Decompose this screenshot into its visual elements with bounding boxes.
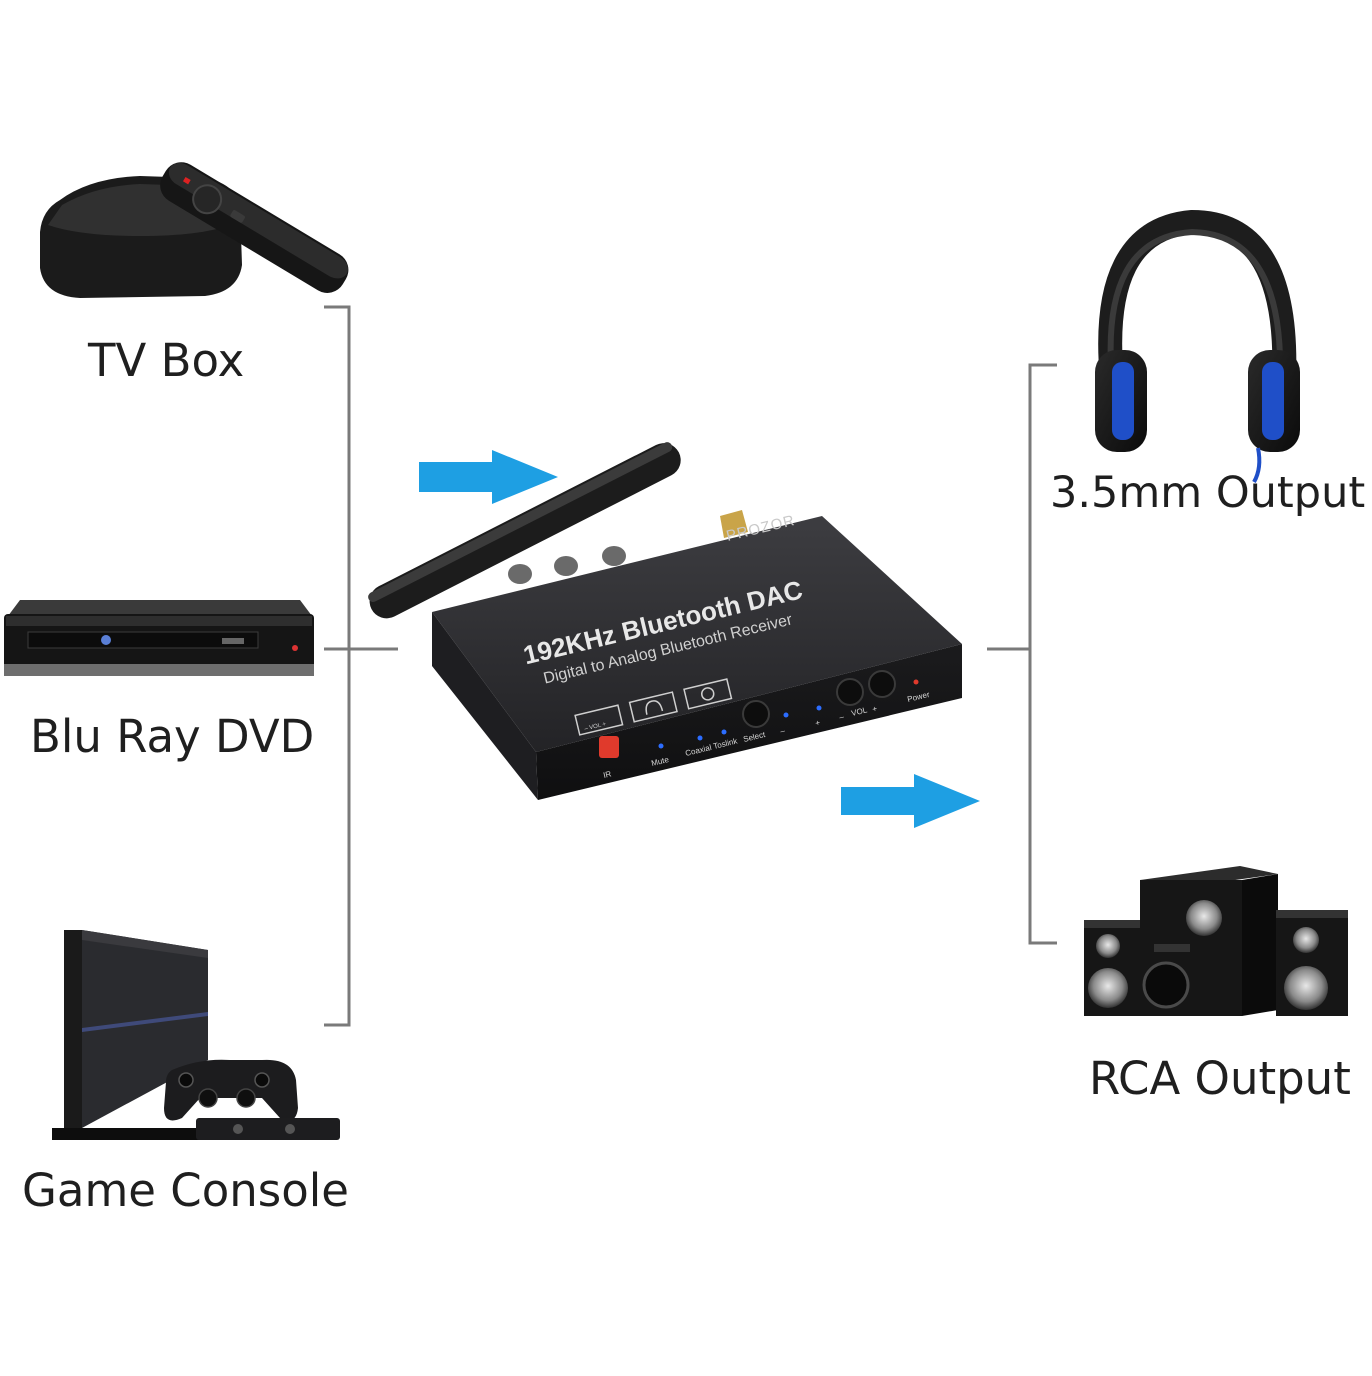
tv-box-image bbox=[40, 162, 349, 298]
mute-led bbox=[658, 743, 664, 749]
blu-ray-dvd-label: Blu Ray DVD bbox=[30, 710, 315, 763]
input-arrow-icon bbox=[419, 450, 558, 504]
game-console-label: Game Console bbox=[22, 1164, 349, 1217]
headphones-image bbox=[1095, 209, 1300, 483]
output-arrow-icon bbox=[841, 774, 980, 828]
select-knob[interactable] bbox=[742, 700, 770, 728]
vol-plus-label: + bbox=[871, 704, 878, 714]
minus-label: – bbox=[779, 726, 786, 736]
vol-label: VOL bbox=[850, 705, 868, 718]
output-bracket bbox=[987, 363, 1057, 945]
input-bracket bbox=[324, 305, 398, 1027]
power-led bbox=[913, 679, 919, 685]
plus-led bbox=[816, 705, 822, 711]
headphone-badge-icon bbox=[628, 691, 678, 723]
ir-sensor bbox=[599, 736, 619, 758]
minus-led bbox=[783, 712, 789, 718]
bluetooth-badge-icon bbox=[683, 678, 733, 710]
ir-label: IR bbox=[602, 769, 612, 780]
vol-minus-knob[interactable] bbox=[836, 678, 864, 706]
volume-badge-label: – VOL + bbox=[584, 721, 607, 732]
coaxial-led bbox=[697, 735, 703, 741]
dac-device-image: PROZOR 192KHz Bluetooth DAC Digital to A… bbox=[368, 442, 962, 800]
plus-label: + bbox=[814, 718, 821, 728]
toslink-led bbox=[721, 729, 727, 735]
tv-box-label: TV Box bbox=[88, 334, 245, 387]
vol-minus-label: – bbox=[838, 712, 845, 722]
vol-plus-knob[interactable] bbox=[868, 670, 896, 698]
blu-ray-player-image bbox=[4, 600, 314, 676]
game-console-image bbox=[52, 930, 340, 1140]
headphone-output-label: 3.5mm Output bbox=[1050, 468, 1366, 518]
volume-badge-icon bbox=[574, 704, 624, 736]
speakers-image bbox=[1084, 866, 1348, 1016]
rca-output-label: RCA Output bbox=[1089, 1052, 1351, 1105]
mute-label: Mute bbox=[650, 755, 670, 768]
